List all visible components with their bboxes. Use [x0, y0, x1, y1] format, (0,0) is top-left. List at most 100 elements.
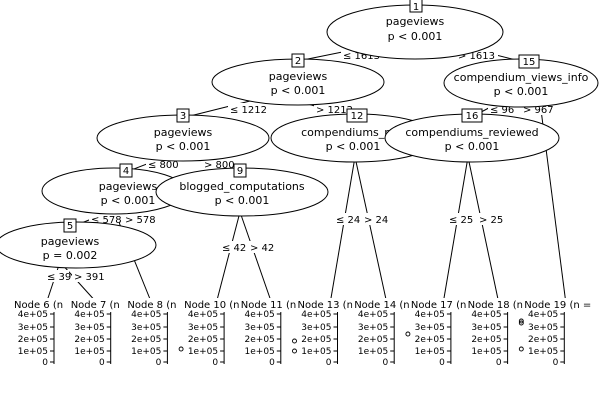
y-tick-label: 3e+05	[18, 323, 48, 333]
y-tick-label: 1e+05	[131, 347, 161, 357]
outlier-point	[518, 320, 524, 326]
y-tick-label: 3e+05	[74, 323, 104, 333]
outlier-point	[292, 338, 297, 344]
node-id: 9	[237, 166, 243, 177]
node-pvalue: p < 0.001	[388, 30, 443, 43]
y-tick-label: 0	[496, 358, 502, 368]
terminal-node-label: Node 6 (n	[14, 300, 63, 311]
y-tick-label: 3e+05	[131, 323, 161, 333]
edge-label: > 42	[250, 243, 274, 254]
y-tick-label: 0	[326, 358, 332, 368]
y-tick-label: 3e+05	[358, 323, 388, 333]
edge-label: ≤ 1212	[230, 105, 267, 116]
inner-node-4: 4 pageviews p < 0.001	[41, 163, 187, 215]
outlier-point	[518, 318, 524, 324]
terminal-node-label: Node 18 (n	[468, 300, 523, 311]
y-tick-label: 2e+05	[188, 335, 218, 345]
node-variable: pageviews	[154, 126, 213, 139]
y-tick-label: 1e+05	[245, 347, 275, 357]
y-tick-label: 2e+05	[18, 335, 48, 345]
terminal-node-label: Node 7 (n	[71, 300, 120, 311]
y-tick-label: 4e+05	[301, 310, 331, 320]
inner-node-1: 1 pageviews p < 0.001	[326, 0, 504, 60]
edge-label: > 24	[364, 215, 388, 226]
y-tick-label: 4e+05	[131, 310, 161, 320]
edge-label: ≤ 578	[91, 215, 122, 226]
y-tick-label: 4e+05	[471, 310, 501, 320]
node-pvalue: p = 0.002	[43, 249, 98, 262]
y-tick-label: 0	[382, 358, 388, 368]
node-variable: pageviews	[269, 70, 328, 83]
edge-label: > 800	[204, 160, 235, 171]
node-variable: compendiums_revi	[301, 126, 405, 139]
node-id: 12	[351, 111, 364, 122]
edge-5-6	[45, 261, 61, 305]
y-tick-label: 3e+05	[188, 323, 218, 333]
node-variable: blogged_computations	[179, 180, 305, 193]
node-variable: pageviews	[41, 235, 100, 248]
node-pvalue: p < 0.001	[494, 85, 549, 98]
node-variable: pageviews	[386, 15, 445, 28]
node-id: 1	[413, 2, 419, 13]
inner-node-5: 5 pageviews p = 0.002	[0, 218, 157, 269]
edge-label: ≤ 39	[47, 272, 71, 283]
y-tick-label: 1e+05	[358, 347, 388, 357]
node-id: 16	[466, 111, 479, 122]
y-tick-label: 3e+05	[415, 323, 445, 333]
terminal-node-label: Node 13 (n	[298, 300, 353, 311]
y-tick-label: 1e+05	[415, 347, 445, 357]
node-pvalue: p < 0.001	[156, 140, 211, 153]
y-tick-label: 0	[212, 358, 218, 368]
y-tick-label: 4e+05	[74, 310, 104, 320]
node-pvalue: p < 0.001	[101, 194, 156, 207]
y-tick-label: 0	[553, 358, 559, 368]
node-id: 15	[523, 57, 536, 68]
y-tick-label: 2e+05	[358, 335, 388, 345]
y-tick-label: 2e+05	[74, 335, 104, 345]
y-tick-label: 1e+05	[471, 347, 501, 357]
y-tick-label: 3e+05	[245, 323, 275, 333]
inner-node-3: 3 pageviews p < 0.001	[96, 108, 270, 162]
y-tick-label: 1e+05	[528, 347, 558, 357]
y-tick-label: 2e+05	[301, 335, 331, 345]
outlier-point	[405, 331, 411, 337]
y-tick-label: 4e+05	[528, 310, 558, 320]
edge-label: > 391	[74, 272, 105, 283]
edge-9-11	[239, 211, 273, 305]
y-tick-label: 1e+05	[18, 347, 48, 357]
y-tick-label: 4e+05	[415, 310, 445, 320]
y-tick-label: 4e+05	[18, 310, 48, 320]
y-tick-label: 0	[42, 358, 48, 368]
node-id: 3	[180, 111, 186, 122]
edge-label: > 578	[125, 215, 156, 226]
y-tick-label: 0	[99, 358, 105, 368]
node-variable: pageviews	[99, 180, 158, 193]
edge-5-7	[59, 261, 99, 305]
edge-label: > 967	[523, 105, 554, 116]
y-tick-label: 1e+05	[301, 347, 331, 357]
terminal-node-label: Node 17 (n	[411, 300, 466, 311]
edge-label: > 1613	[458, 51, 495, 62]
y-tick-label: 0	[156, 358, 162, 368]
node-pvalue: p < 0.001	[215, 194, 270, 207]
terminal-node-0: Node 6 (n4e+05 3e+05 2e+05 1e+050	[12, 298, 67, 368]
y-tick-label: 2e+05	[131, 335, 161, 345]
y-tick-label: 2e+05	[471, 335, 501, 345]
y-tick-label: 1e+05	[188, 347, 218, 357]
edge-label: > 1212	[316, 105, 353, 116]
node-variable: compendiums_reviewed	[405, 126, 538, 139]
terminal-node-label: Node 10 (n	[184, 300, 239, 311]
edge-label: > 25	[479, 215, 503, 226]
outlier-point	[178, 346, 184, 352]
y-tick-label: 1e+05	[74, 347, 104, 357]
y-tick-label: 2e+05	[415, 335, 445, 345]
edge-16-17	[442, 156, 469, 305]
terminal-node-1: Node 7 (n4e+05 3e+05 2e+05 1e+050	[68, 298, 124, 368]
